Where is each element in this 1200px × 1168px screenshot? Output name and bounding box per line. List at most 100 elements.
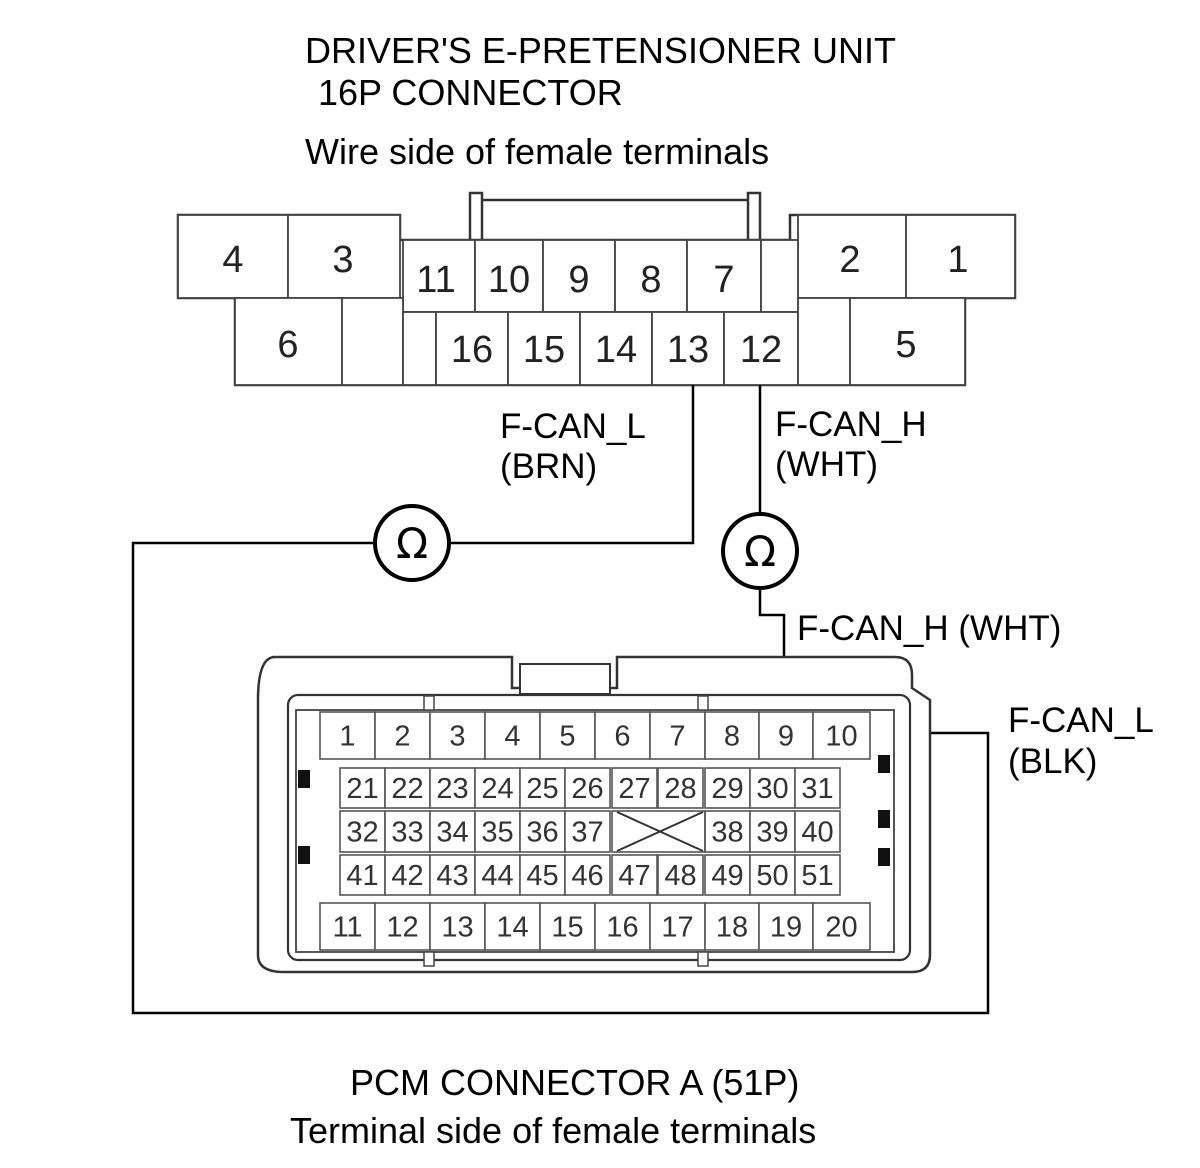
pcm-terminal-50	[749, 854, 796, 896]
pcm-terminal-label-51: 51	[801, 860, 833, 892]
pcm-terminal-25	[519, 767, 566, 809]
wiring	[131, 385, 990, 1015]
pcm-terminal-label-25: 25	[526, 773, 558, 805]
pcm-terminal-9	[758, 711, 814, 760]
terminal-14	[579, 311, 653, 386]
pcm-terminal-17	[649, 902, 706, 951]
pcm-terminal-label-38: 38	[711, 817, 743, 849]
pcm-terminal-label-30: 30	[756, 773, 788, 805]
pcm-terminal-label-34: 34	[436, 817, 468, 849]
blocked-cavity	[616, 811, 704, 852]
pcm-terminal-44	[474, 854, 521, 896]
pcm-terminal-label-39: 39	[756, 817, 788, 849]
terminal-16	[435, 311, 509, 386]
pcm-terminal-label-9: 9	[778, 721, 794, 753]
terminal-5	[849, 297, 966, 386]
terminal-label-9: 9	[568, 259, 589, 301]
pcm-terminal-30	[749, 767, 796, 809]
pcm-terminal-label-26: 26	[571, 773, 603, 805]
pcm-terminal-label-42: 42	[391, 860, 423, 892]
pcm-terminal-37	[564, 810, 611, 853]
wire-fcan-l-brn	[450, 385, 695, 545]
pcm-terminal-label-47: 47	[618, 860, 650, 892]
pcm-terminal-label-37: 37	[571, 817, 603, 849]
pcm-terminal-label-8: 8	[724, 721, 740, 753]
pcm-terminal-label-21: 21	[346, 773, 378, 805]
ohmmeter-icon: Ω	[721, 512, 799, 590]
pcm-terminal-label-27: 27	[618, 773, 650, 805]
pcm-terminal-label-14: 14	[496, 912, 528, 944]
pcm-terminal-21	[339, 767, 386, 809]
pcm-terminal-label-33: 33	[391, 817, 423, 849]
pcm-terminal-10	[812, 711, 871, 760]
pcm-terminal-label-49: 49	[711, 860, 743, 892]
pcm-terminal-label-22: 22	[391, 773, 423, 805]
pcm-blank-cavity	[611, 810, 706, 853]
pcm-terminal-4	[484, 711, 541, 760]
pcm-terminal-label-5: 5	[559, 721, 575, 753]
label-fcan-h-wht-pcm: F-CAN_H (WHT)	[797, 609, 1061, 648]
pcm-terminal-22	[384, 767, 431, 809]
pcm-terminal-label-16: 16	[606, 912, 638, 944]
pcm-terminal-label-17: 17	[661, 912, 693, 944]
pcm-terminal-29	[704, 767, 751, 809]
label-fcan-h-wht-2: (WHT)	[775, 445, 878, 484]
pcm-terminal-45	[519, 854, 566, 896]
pcm-terminal-label-41: 41	[346, 860, 378, 892]
ohm-symbol-1: Ω	[396, 519, 428, 568]
pcm-terminal-label-7: 7	[669, 721, 685, 753]
pcm-title: PCM CONNECTOR A (51P)	[350, 1062, 799, 1103]
pcm-terminal-label-32: 32	[346, 817, 378, 849]
pcm-terminal-31	[794, 767, 841, 809]
pcm-terminal-42	[384, 854, 431, 896]
terminal-label-14: 14	[595, 329, 637, 371]
pcm-terminal-43	[429, 854, 476, 896]
terminal-label-4: 4	[222, 239, 243, 281]
pcm-terminal-label-46: 46	[571, 860, 603, 892]
terminal-1	[905, 214, 1016, 299]
pcm-terminal-label-28: 28	[664, 773, 696, 805]
terminal-blank-a	[760, 239, 799, 313]
pcm-terminal-label-3: 3	[449, 721, 465, 753]
pcm-terminal-19	[758, 902, 814, 951]
pcm-terminal-33	[384, 810, 431, 853]
pcm-terminal-13	[429, 902, 486, 951]
pcm-terminal-11	[319, 902, 376, 951]
connector16-title-line2: 16P CONNECTOR	[318, 72, 623, 113]
pcm-terminal-49	[704, 854, 751, 896]
pcm-terminal-label-13: 13	[441, 912, 473, 944]
pcm-terminal-label-40: 40	[801, 817, 833, 849]
terminal-label-8: 8	[640, 259, 661, 301]
terminal-label-7: 7	[713, 259, 734, 301]
pcm-terminal-28	[657, 767, 704, 809]
terminal-6	[234, 297, 343, 386]
pcm-terminal-48	[657, 854, 704, 896]
pcm-terminal-label-24: 24	[481, 773, 513, 805]
pcm-terminal-label-45: 45	[526, 860, 558, 892]
pcm-terminal-label-36: 36	[526, 817, 558, 849]
pcm-terminal-36	[519, 810, 566, 853]
terminal-label-12: 12	[740, 329, 782, 371]
pcm-terminal-35	[474, 810, 521, 853]
pcm-terminal-label-19: 19	[770, 912, 802, 944]
pcm-terminal-20	[812, 902, 871, 951]
pcm-terminal-15	[539, 902, 596, 951]
pcm-terminal-3	[429, 711, 486, 760]
pcm-terminal-label-15: 15	[551, 912, 583, 944]
pcm-terminal-label-43: 43	[436, 860, 468, 892]
terminal-label-3: 3	[332, 239, 353, 281]
pcm-terminal-label-31: 31	[801, 773, 833, 805]
terminal-label-6: 6	[277, 324, 298, 366]
pcm-terminal-label-12: 12	[386, 912, 418, 944]
label-fcan-l-brn-2: (BRN)	[500, 447, 597, 486]
label-fcan-l-blk-2: (BLK)	[1008, 742, 1097, 781]
pcm-terminal-46	[564, 854, 611, 896]
pcm-terminal-label-20: 20	[825, 912, 857, 944]
terminal-label-2: 2	[839, 239, 860, 281]
terminal-blank-c	[402, 311, 437, 386]
connector16-title-line1: DRIVER'S E-PRETENSIONER UNIT	[305, 30, 896, 71]
pcm-terminal-label-44: 44	[481, 860, 513, 892]
pcm-terminal-label-50: 50	[756, 860, 788, 892]
terminal-3	[287, 214, 401, 299]
